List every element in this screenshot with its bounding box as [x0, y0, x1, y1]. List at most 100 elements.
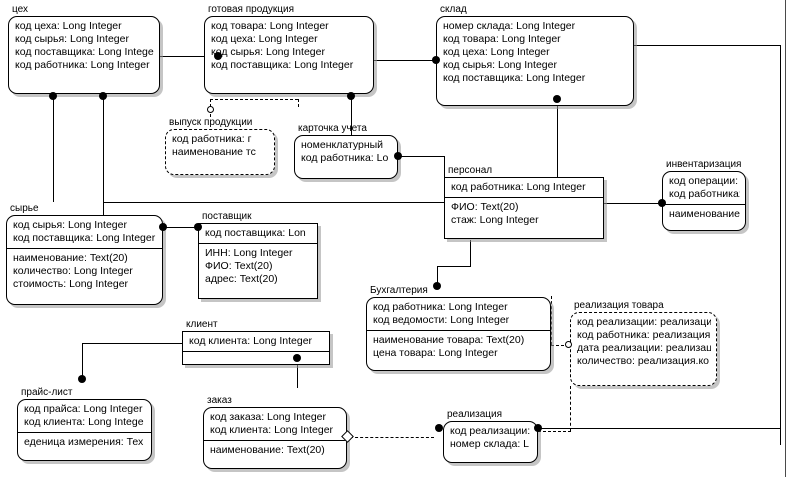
entity-title: сырье — [10, 203, 39, 214]
entity-attr-key: код ведомости: Long Integer — [373, 314, 510, 326]
entity-attr: наименование товара: Text(20) — [373, 334, 525, 346]
endpoint-dot-realizaciya-right — [534, 424, 542, 432]
entity-body: код работника: г наименование тс — [165, 129, 275, 175]
entity-attr-key: код клиента: Long Intege — [24, 416, 144, 428]
entity-section-attrs: код цеха: Long Integer код сырья: Long I… — [9, 17, 159, 75]
connector-sklad-personal — [557, 99, 558, 180]
connector-tseh-gotovaya — [160, 56, 218, 57]
entity-attr: код цеха: Long Integer — [443, 46, 550, 58]
entity-attr-key: код поставщика: Long Integer — [13, 232, 156, 244]
entity-attr: наименование — [669, 208, 740, 220]
entity-section-keys: код операции: код работника: — [663, 172, 745, 204]
connector-sklad-right-v — [780, 45, 781, 445]
entity-attr: код работника: г — [172, 133, 252, 145]
endpoint-circle-realizaciya-tovara-left — [565, 341, 572, 348]
connector-klient-prays-h — [82, 343, 182, 344]
entity-attr: еденица измерения: Тех — [24, 436, 144, 448]
entity-body: код клиента: Long Integer — [182, 331, 330, 365]
endpoint-dot-sklad-bottom — [553, 95, 561, 103]
entity-attr: адрес: Text(20) — [205, 273, 278, 285]
entity-attr: стаж: Long Integer — [451, 214, 539, 226]
connector-sklad-right-h — [634, 45, 780, 46]
connector-kartochka-personal-h — [398, 156, 444, 157]
connector-klient-prays-v — [82, 343, 83, 379]
entity-attr: номенклатурный — [301, 139, 384, 151]
entity-section-attrs: наименование — [663, 204, 745, 224]
endpoint-dot-klient-bottom — [293, 354, 301, 362]
endpoint-dot-syre-right — [159, 223, 167, 231]
entity-section-attrs: наименование: Text(20) — [204, 440, 346, 460]
entity-section-attrs: ФИО: Text(20) стаж: Long Integer — [445, 197, 603, 230]
connector-realizaciya-tovara-realizaciya-v — [570, 386, 571, 431]
endpoint-dot-gotovaya-bottom — [347, 92, 355, 100]
entity-attr: код поставщика: Long Integer — [15, 46, 154, 58]
entity-attr-key: код сырья: Long Integer — [13, 219, 127, 231]
connector-zakaz-realizaciya — [350, 437, 434, 438]
entity-section-attrs: код работника: г наименование тс — [166, 130, 274, 162]
entity-body: код сырья: Long Integer код поставщика: … — [6, 215, 163, 305]
entity-attr-key: код работника: Long Integer — [451, 181, 586, 193]
entity-attr: код реализации: — [450, 425, 531, 437]
connector-personal-buh-h — [437, 266, 471, 267]
entity-body: код прайса: Long Integer код клиента: Lo… — [17, 399, 152, 461]
connector-tseh-syre — [53, 96, 54, 202]
entity-title: цех — [12, 4, 28, 15]
connector-gotovaya-sklad — [373, 60, 439, 61]
entity-body: код поставщика: Lon ИНН: Long Integer ФИ… — [198, 223, 318, 299]
entity-body: код реализации: реализаци код работника:… — [570, 312, 717, 386]
entity-attr: код цеха: Long Integer — [211, 33, 318, 45]
connector-realizaciya-right — [538, 428, 780, 429]
connector-gotovaya-vypusk-dash-v — [298, 99, 299, 107]
entity-attr: количество: Long Integer — [13, 265, 133, 277]
entity-attr: код сырья: Long Integer — [15, 33, 129, 45]
entity-title: склад — [440, 4, 467, 15]
endpoint-dot-postavshchik-left — [194, 223, 202, 231]
entity-body: код работника: Long Integer код ведомост… — [366, 297, 551, 371]
entity-body: номенклатурный код работника: Lo — [294, 135, 398, 179]
entity-attr-key: код клиента: Long Integer — [189, 335, 313, 347]
endpoint-dot-sklad-left — [432, 56, 440, 64]
entity-attr: наименование: Text(20) — [210, 444, 325, 456]
connector-klient-zakaz — [297, 358, 298, 388]
connector-left-to-personal-h — [103, 202, 444, 203]
endpoint-dot-tseh-bottom-1 — [49, 92, 57, 100]
entity-attr: наименование тс — [172, 146, 256, 158]
entity-title: прайс-лист — [21, 387, 73, 398]
entity-attr: цена товара: Long Integer — [373, 347, 498, 359]
entity-body: код реализации: номер склада: L — [443, 421, 538, 463]
entity-attr: код поставщика: Long Integer — [211, 59, 354, 71]
entity-attr-key: код работника: Long Integer — [373, 301, 508, 313]
entity-attr: дата реализации: реализац — [577, 342, 711, 354]
entity-attr: количество: реализация.ко — [577, 355, 710, 367]
entity-attr-key: код операции: — [669, 175, 739, 187]
entity-attr-key: код поставщика: Lon — [205, 227, 306, 239]
connector-personal-inventarizaciya — [604, 203, 662, 204]
entity-body: номер склада: Long Integer код товара: L… — [436, 16, 634, 106]
entity-section-attrs: еденица измерения: Тех — [18, 432, 151, 452]
entity-title: поставщик — [202, 211, 252, 222]
connector-personal-buh-v2 — [437, 266, 438, 286]
entity-section-attrs — [183, 351, 329, 354]
entity-attr: код сырья: Long Integer — [443, 59, 557, 71]
entity-section-attrs: номенклатурный код работника: Lo — [295, 136, 397, 168]
entity-attr: код работника: Lo — [301, 152, 389, 164]
entity-attr-key: код прайса: Long Integer — [24, 403, 143, 415]
entity-title: карточка учета — [298, 123, 367, 134]
connector-tseh-postavshchik-v — [103, 96, 104, 217]
entity-attr: код товара: Long Integer — [443, 33, 561, 45]
entity-body: код операции: код работника: наименовани… — [662, 171, 746, 231]
entity-body: код заказа: Long Integer код клиента: Lo… — [203, 407, 347, 469]
connector-realizaciya-tovara-realizaciya-h — [538, 431, 571, 432]
entity-section-keys: код сырья: Long Integer код поставщика: … — [7, 216, 162, 248]
entity-section-attrs: наименование: Text(20) количество: Long … — [7, 248, 162, 294]
entity-title: инвентаризация — [666, 159, 742, 170]
entity-body: код товара: Long Integer код цеха: Long … — [204, 16, 374, 94]
entity-attr: ФИО: Text(20) — [451, 201, 519, 213]
entity-attr: код товара: Long Integer — [211, 20, 329, 32]
entity-attr: номер склада: L — [450, 438, 530, 450]
connector-gotovaya-vypusk-dash-h — [210, 99, 298, 100]
entity-attr: код цеха: Long Integer — [15, 20, 122, 32]
connector-personal-buh-v1 — [470, 240, 471, 266]
entity-title: заказ — [207, 395, 232, 406]
